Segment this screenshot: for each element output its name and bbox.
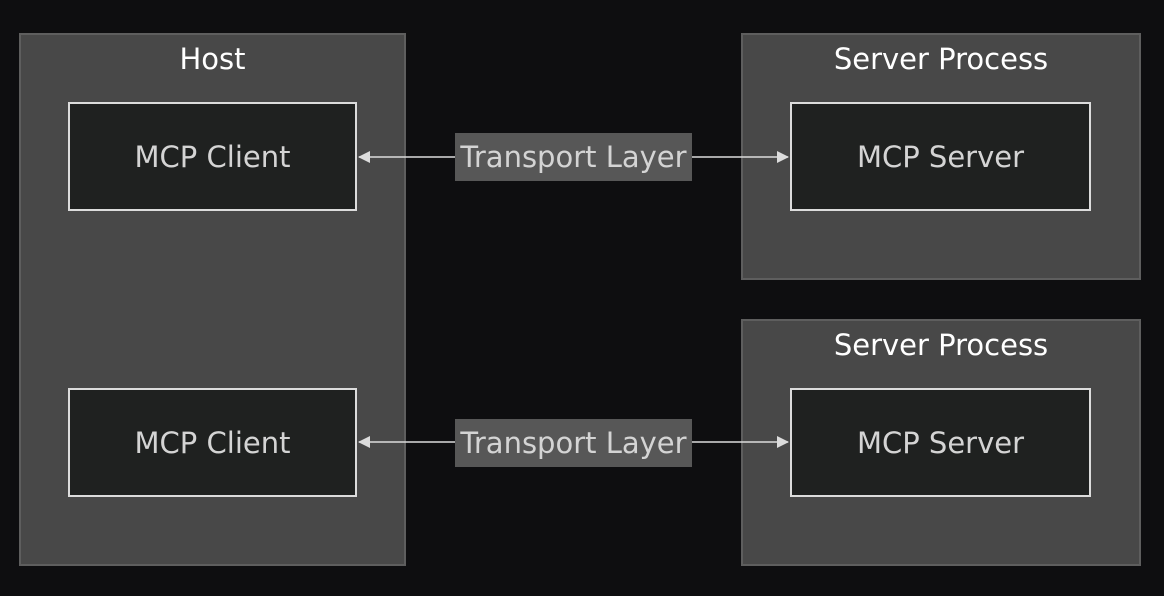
mcp-client-node-2: MCP Client xyxy=(68,388,357,497)
transport-layer-label-2: Transport Layer xyxy=(455,419,692,467)
host-title: Host xyxy=(179,42,246,76)
server-process-title-1: Server Process xyxy=(833,42,1049,76)
mcp-client-node-1: MCP Client xyxy=(68,102,357,211)
server-process-title-2: Server Process xyxy=(833,328,1049,362)
mcp-server-node-2: MCP Server xyxy=(790,388,1091,497)
mcp-server-node-1: MCP Server xyxy=(790,102,1091,211)
transport-layer-label-1: Transport Layer xyxy=(455,133,692,181)
